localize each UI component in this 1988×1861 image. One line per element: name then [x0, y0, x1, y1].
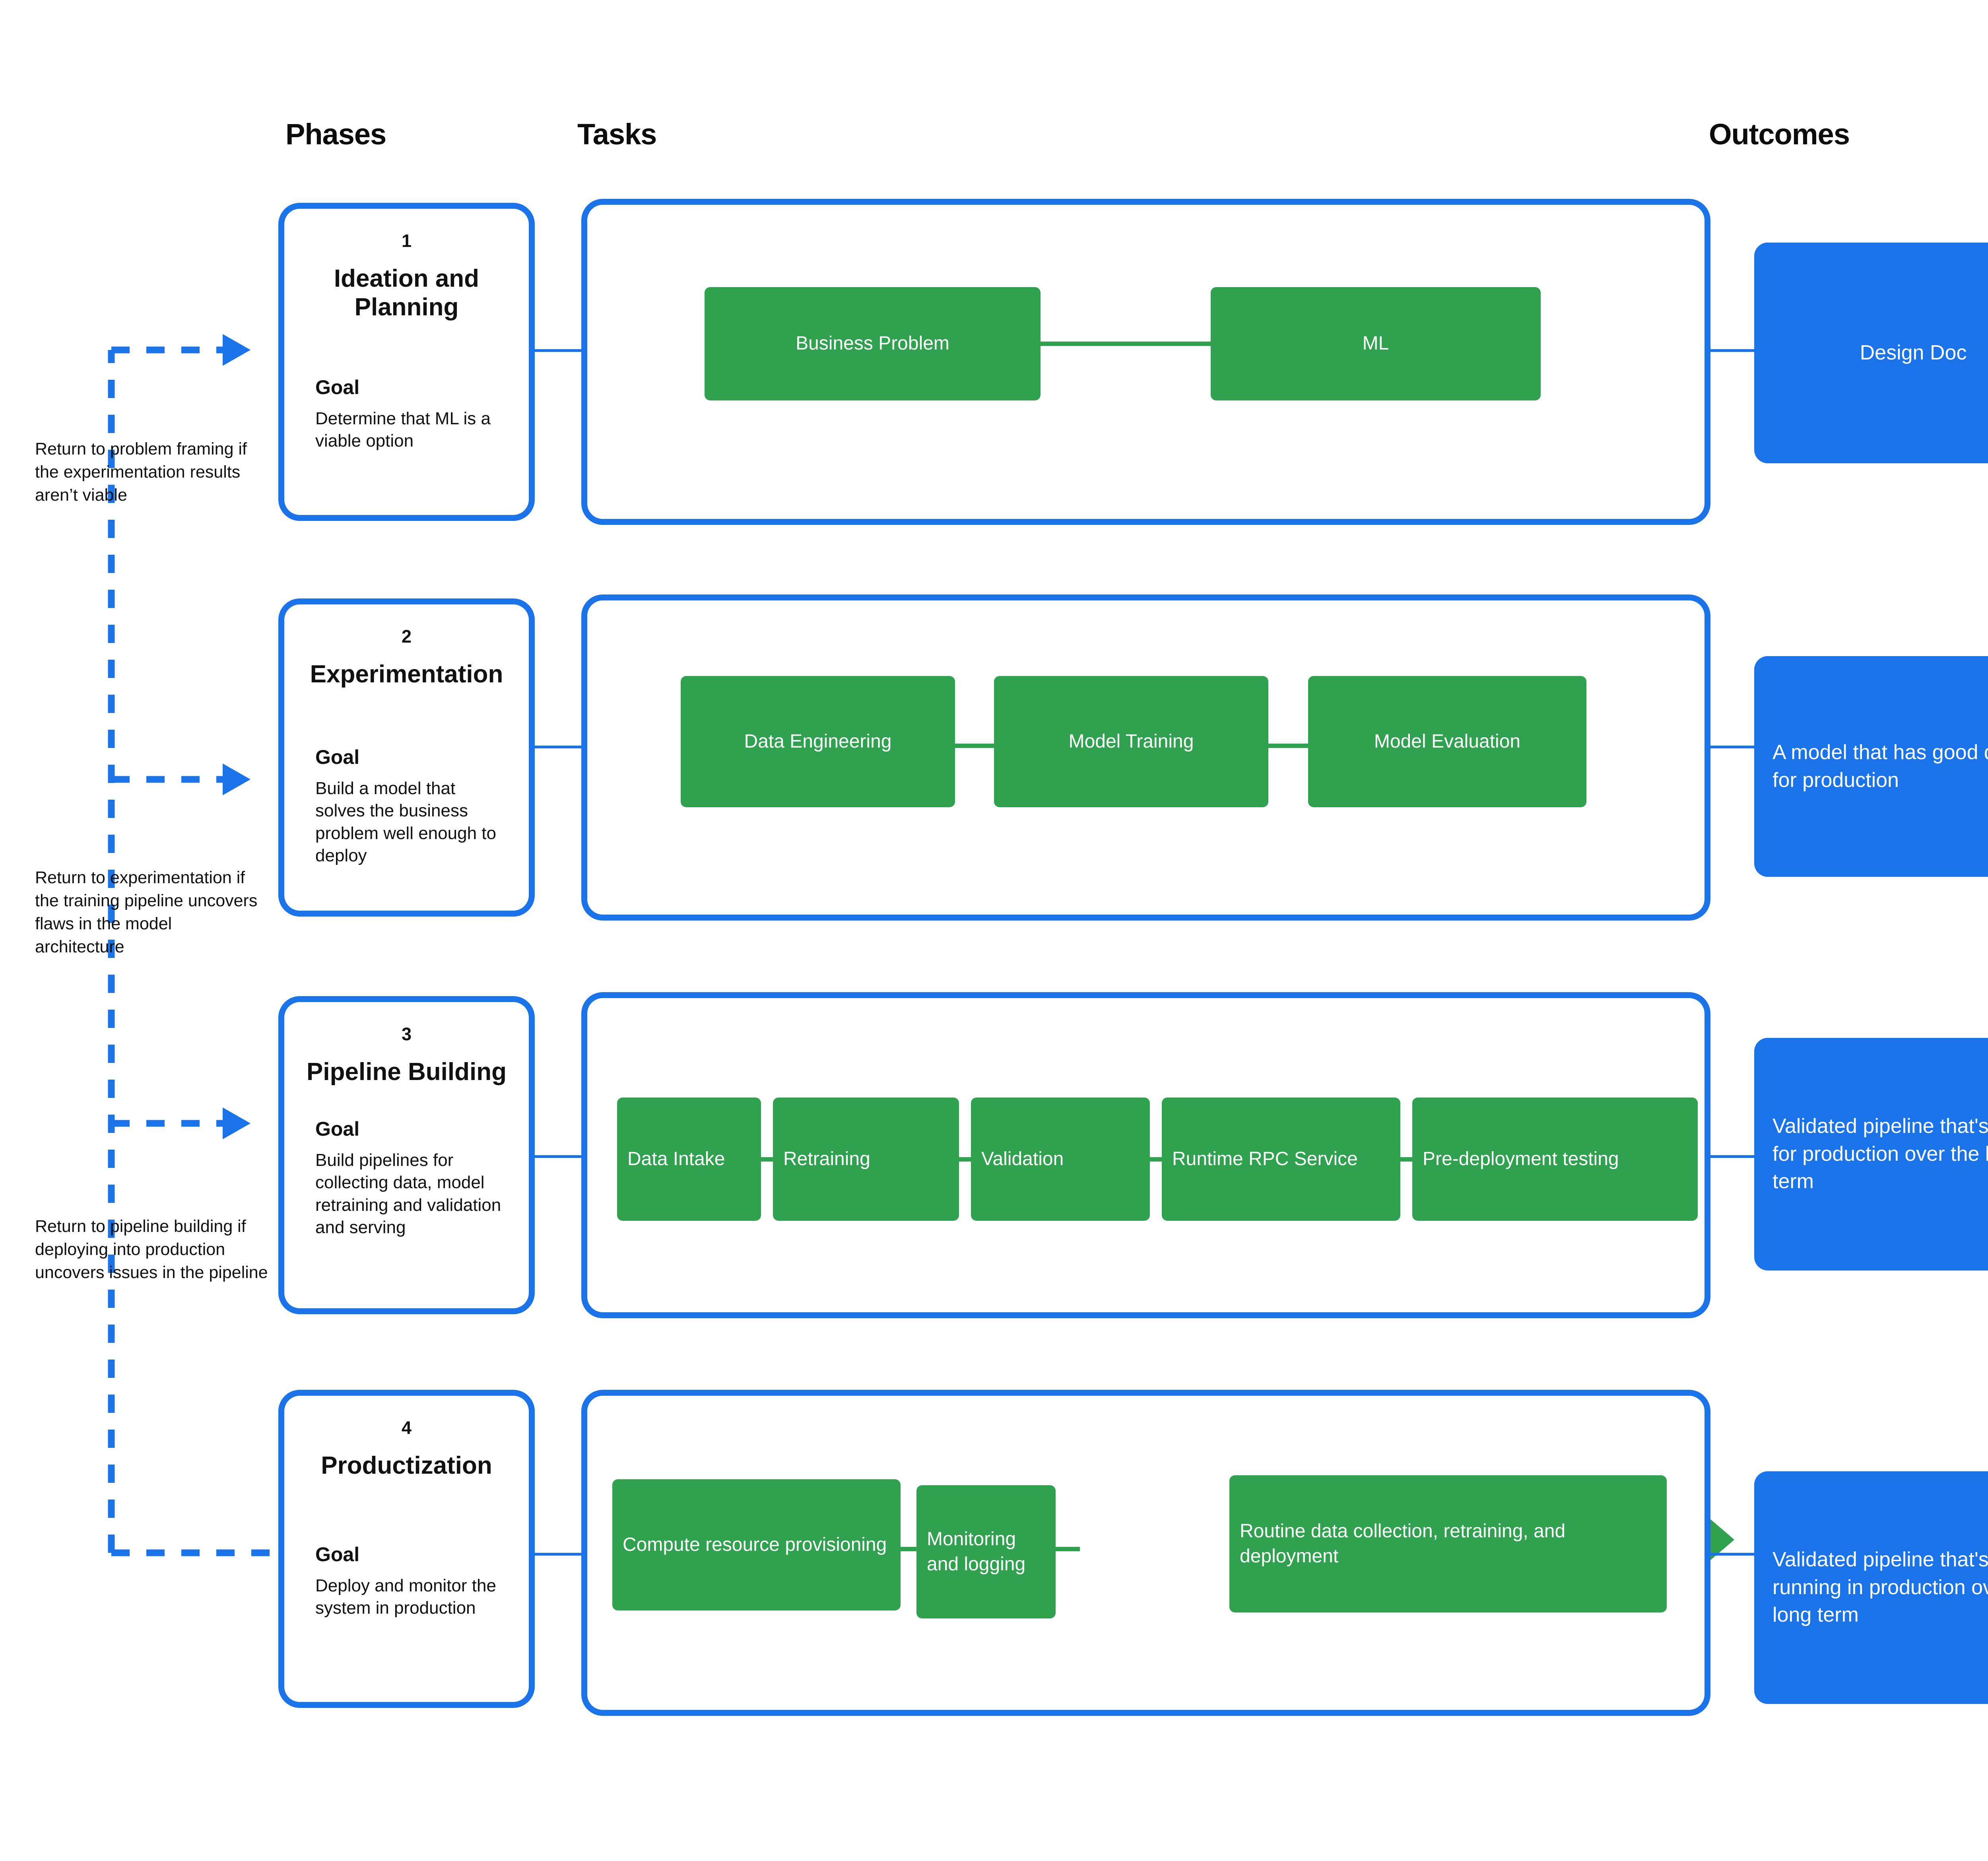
- connector-tasks4-outcome: [1710, 1553, 1756, 1556]
- task-connector-4a: [898, 1547, 918, 1551]
- task-label: Data Intake: [627, 1148, 725, 1169]
- task-label: Pre-deployment testing: [1423, 1148, 1619, 1169]
- task-connector-4b: [1053, 1547, 1080, 1551]
- outcome-label: Validated pipeline that's running in pro…: [1773, 1548, 1988, 1627]
- outcome-box-2[interactable]: A model that has good quality for produc…: [1754, 656, 1988, 877]
- task-box-1-1[interactable]: Business Problem: [705, 287, 1041, 400]
- task-connector-3c: [1147, 1157, 1163, 1162]
- outcome-box-3[interactable]: Validated pipeline that's ready for prod…: [1754, 1038, 1988, 1270]
- task-connector-1: [1039, 342, 1213, 346]
- task-box-1-2[interactable]: ML: [1211, 287, 1541, 400]
- task-box-3-2[interactable]: Retraining: [773, 1098, 959, 1221]
- task-label: Routine data collection, retraining, and…: [1240, 1521, 1566, 1567]
- task-label: Compute resource provisioning: [623, 1534, 887, 1555]
- header-outcomes: Outcomes: [1709, 118, 1850, 151]
- outcome-label: Design Doc: [1860, 341, 1967, 364]
- phase-goal-text-1: Determine that ML is a viable option: [315, 409, 491, 451]
- phase-card-4[interactable]: 4 Productization Goal Deploy and monitor…: [278, 1390, 535, 1708]
- task-box-3-3[interactable]: Validation: [971, 1098, 1150, 1221]
- task-label: ML: [1362, 333, 1389, 354]
- task-label: Model Training: [1068, 730, 1194, 752]
- outcome-label: Validated pipeline that's ready for prod…: [1773, 1114, 1988, 1193]
- phase-goal-label-3: Goal: [315, 1118, 360, 1140]
- task-box-3-5[interactable]: Pre-deployment testing: [1412, 1098, 1698, 1221]
- phase-goal-label-2: Goal: [315, 746, 360, 768]
- connector-phase3-tasks: [535, 1155, 582, 1158]
- phase-goal-text-2: Build a model that solves the business p…: [315, 779, 496, 865]
- phase-goal-text-3: Build pipelines for collecting data, mod…: [315, 1150, 501, 1237]
- task-box-2-2[interactable]: Model Training: [994, 676, 1268, 807]
- phase-card-2[interactable]: 2 Experimentation Goal Build a model tha…: [278, 598, 535, 917]
- task-label: Retraining: [783, 1148, 870, 1169]
- task-connector-3b: [957, 1157, 973, 1162]
- task-connector-3a: [759, 1157, 775, 1162]
- task-connector-2b: [1266, 744, 1310, 748]
- task-label: Monitoring and logging: [927, 1529, 1026, 1575]
- task-label: Runtime RPC Service: [1172, 1148, 1358, 1169]
- phase-goal-label-1: Goal: [315, 376, 360, 398]
- phase-goal-text-4: Deploy and monitor the system in product…: [315, 1576, 496, 1618]
- connector-phase2-tasks: [535, 746, 582, 748]
- phase-title-2: Experimentation: [310, 660, 503, 688]
- task-box-3-4[interactable]: Runtime RPC Service: [1162, 1098, 1400, 1221]
- task-label: Business Problem: [796, 333, 949, 354]
- task-connector-2a: [953, 744, 996, 748]
- return-note-3: Return to pipeline building if deploying…: [35, 1217, 268, 1282]
- outcome-box-4[interactable]: Validated pipeline that's running in pro…: [1754, 1471, 1988, 1704]
- phase-card-3[interactable]: 3 Pipeline Building Goal Build pipelines…: [278, 996, 535, 1314]
- phase-number-1: 1: [401, 231, 412, 251]
- phase-number-3: 3: [401, 1024, 412, 1044]
- return-note-2: Return to experimentation if the trainin…: [35, 868, 258, 957]
- phase-title-1: Ideation and Planning: [334, 265, 480, 321]
- task-box-3-1[interactable]: Data Intake: [617, 1098, 761, 1221]
- header-tasks: Tasks: [577, 118, 657, 151]
- phase-title-3: Pipeline Building: [307, 1058, 507, 1086]
- connector-phase4-tasks: [535, 1553, 582, 1556]
- task-connector-3d: [1398, 1157, 1414, 1162]
- task-box-4-1[interactable]: Compute resource provisioning: [612, 1479, 901, 1610]
- phase-goal-label-4: Goal: [315, 1543, 360, 1566]
- task-box-2-1[interactable]: Data Engineering: [681, 676, 955, 807]
- outcome-box-1[interactable]: Design Doc: [1754, 243, 1988, 463]
- header-phases: Phases: [285, 118, 386, 151]
- phase-title-4: Productization: [321, 1452, 492, 1479]
- return-note-1: Return to problem framing if the experim…: [35, 439, 247, 505]
- task-label: Data Engineering: [744, 730, 892, 752]
- task-box-4-3[interactable]: Routine data collection, retraining, and…: [1229, 1475, 1667, 1612]
- task-box-4-2[interactable]: Monitoring and logging: [916, 1485, 1056, 1618]
- connector-tasks3-outcome: [1710, 1155, 1756, 1158]
- task-box-2-3[interactable]: Model Evaluation: [1308, 676, 1586, 807]
- connector-tasks1-outcome: [1710, 349, 1756, 352]
- task-label: Model Evaluation: [1374, 730, 1521, 752]
- connector-tasks2-outcome: [1710, 746, 1756, 748]
- outcome-label: A model that has good quality for produc…: [1773, 740, 1988, 792]
- phase-card-1[interactable]: 1 Ideation and Planning Goal Determine t…: [278, 203, 535, 521]
- task-label: Validation: [981, 1148, 1064, 1169]
- connector-phase1-tasks: [535, 349, 582, 352]
- phase-number-2: 2: [401, 626, 412, 647]
- phase-number-4: 4: [401, 1418, 412, 1438]
